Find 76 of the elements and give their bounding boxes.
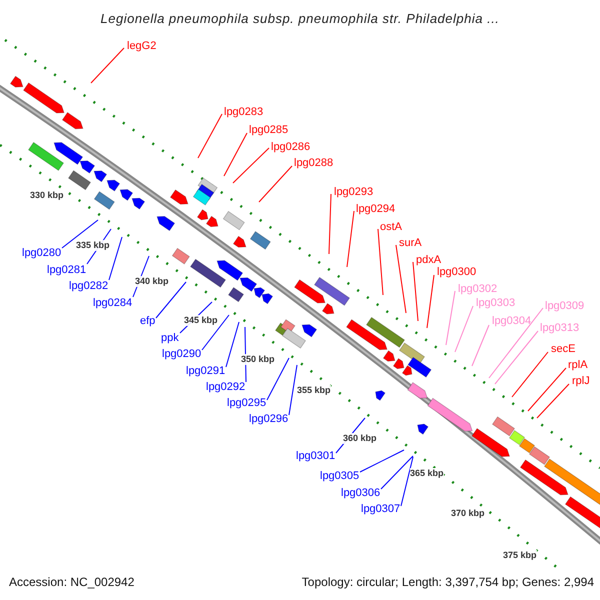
leader-line <box>108 236 122 280</box>
scale-tick-label: 375 kbp <box>503 550 537 561</box>
leader-line <box>488 308 544 378</box>
gene-label: lpg0292 <box>206 380 246 394</box>
scale-tick-label: 340 kbp <box>135 276 169 287</box>
gene-label: lpg0302 <box>458 282 498 296</box>
gene-label: lpg0296 <box>249 412 288 426</box>
gene-label: lpg0286 <box>271 140 310 154</box>
gene-label: rplJ <box>572 374 590 388</box>
gene-label: lpg0303 <box>476 296 516 310</box>
scale-tick-label: 360 kbp <box>343 433 377 444</box>
leader-line <box>412 262 418 322</box>
gene-label: rplA <box>568 358 588 372</box>
leader-line <box>378 228 384 296</box>
gene-label: lpg0294 <box>356 202 396 216</box>
scale-tick-label: 350 kbp <box>241 354 275 365</box>
scale-tick-label: 330 kbp <box>30 190 64 201</box>
gene-label: ostA <box>380 220 402 234</box>
gene-label: lpg0304 <box>492 314 532 328</box>
gene-label: lpg0305 <box>320 470 360 482</box>
leader-line <box>226 322 240 368</box>
gene-label: pdxA <box>416 254 442 266</box>
leader-line <box>90 48 124 84</box>
leader-line <box>396 244 406 314</box>
leader-line <box>494 330 538 384</box>
gene-label: ppk <box>161 332 179 344</box>
gene-label: lpg0284 <box>93 296 132 310</box>
leader-line <box>472 324 490 366</box>
leader-line <box>400 456 414 506</box>
leader-line <box>224 132 248 176</box>
leader-line <box>454 306 474 352</box>
scale-tick-label: 370 kbp <box>451 508 485 519</box>
leader-line <box>232 148 270 184</box>
leader-line <box>512 352 548 398</box>
gene-label: surA <box>399 236 422 250</box>
gene-label: lpg0300 <box>437 266 476 278</box>
title: Legionella pneumophila subsp. pneumophila str. Philadelphia ... <box>100 11 500 26</box>
leader-line <box>288 364 298 416</box>
leader-line <box>446 290 456 346</box>
gene-label: lpg0291 <box>186 364 226 378</box>
gene-label: lpg0283 <box>224 106 264 118</box>
gene-label: efp <box>140 314 156 328</box>
leader-line <box>266 358 290 400</box>
scale-tick-label: 335 kbp <box>76 240 110 251</box>
gene-label: lpg0295 <box>227 396 266 410</box>
gene-label: lpg0285 <box>249 124 288 136</box>
gene-label: lpg0282 <box>69 280 108 292</box>
gene-label: lpg0293 <box>334 186 374 198</box>
scale-tick-label: 355 kbp <box>297 385 331 396</box>
leader-line <box>536 384 570 418</box>
leader-line <box>62 220 98 248</box>
footer-text: Accession: NC_002942 <box>9 575 134 589</box>
gene-label: lpg0313 <box>540 322 580 334</box>
leader-line <box>258 166 292 202</box>
gene-label: lpg0301 <box>296 450 336 462</box>
gene-label: secE <box>551 342 576 356</box>
scale-tick-label: 365 kbp <box>410 468 444 479</box>
gene-label: lpg0309 <box>545 300 584 312</box>
leader-line <box>202 314 230 350</box>
leader-line <box>528 368 566 412</box>
leader-line <box>380 456 414 490</box>
leader-line <box>346 210 354 268</box>
leader-line <box>426 274 434 328</box>
gene-label: lpg0306 <box>341 486 380 500</box>
scale-tick-label: 345 kbp <box>184 315 218 326</box>
leader-line <box>198 114 222 158</box>
leader-line <box>156 282 186 318</box>
gene-label: lpg0307 <box>361 502 400 516</box>
gene-label: lpg0290 <box>162 348 202 360</box>
footer-text: Topology: circular; Length: 3,397,754 bp; Genes: 2,994 <box>302 575 594 589</box>
gene-label: lpg0280 <box>22 246 62 260</box>
gene-label: lpg0288 <box>294 156 334 170</box>
gene-label: legG2 <box>127 40 156 52</box>
leader-line <box>360 450 404 472</box>
leader-line <box>328 194 332 254</box>
gene-label: lpg0281 <box>47 264 86 276</box>
